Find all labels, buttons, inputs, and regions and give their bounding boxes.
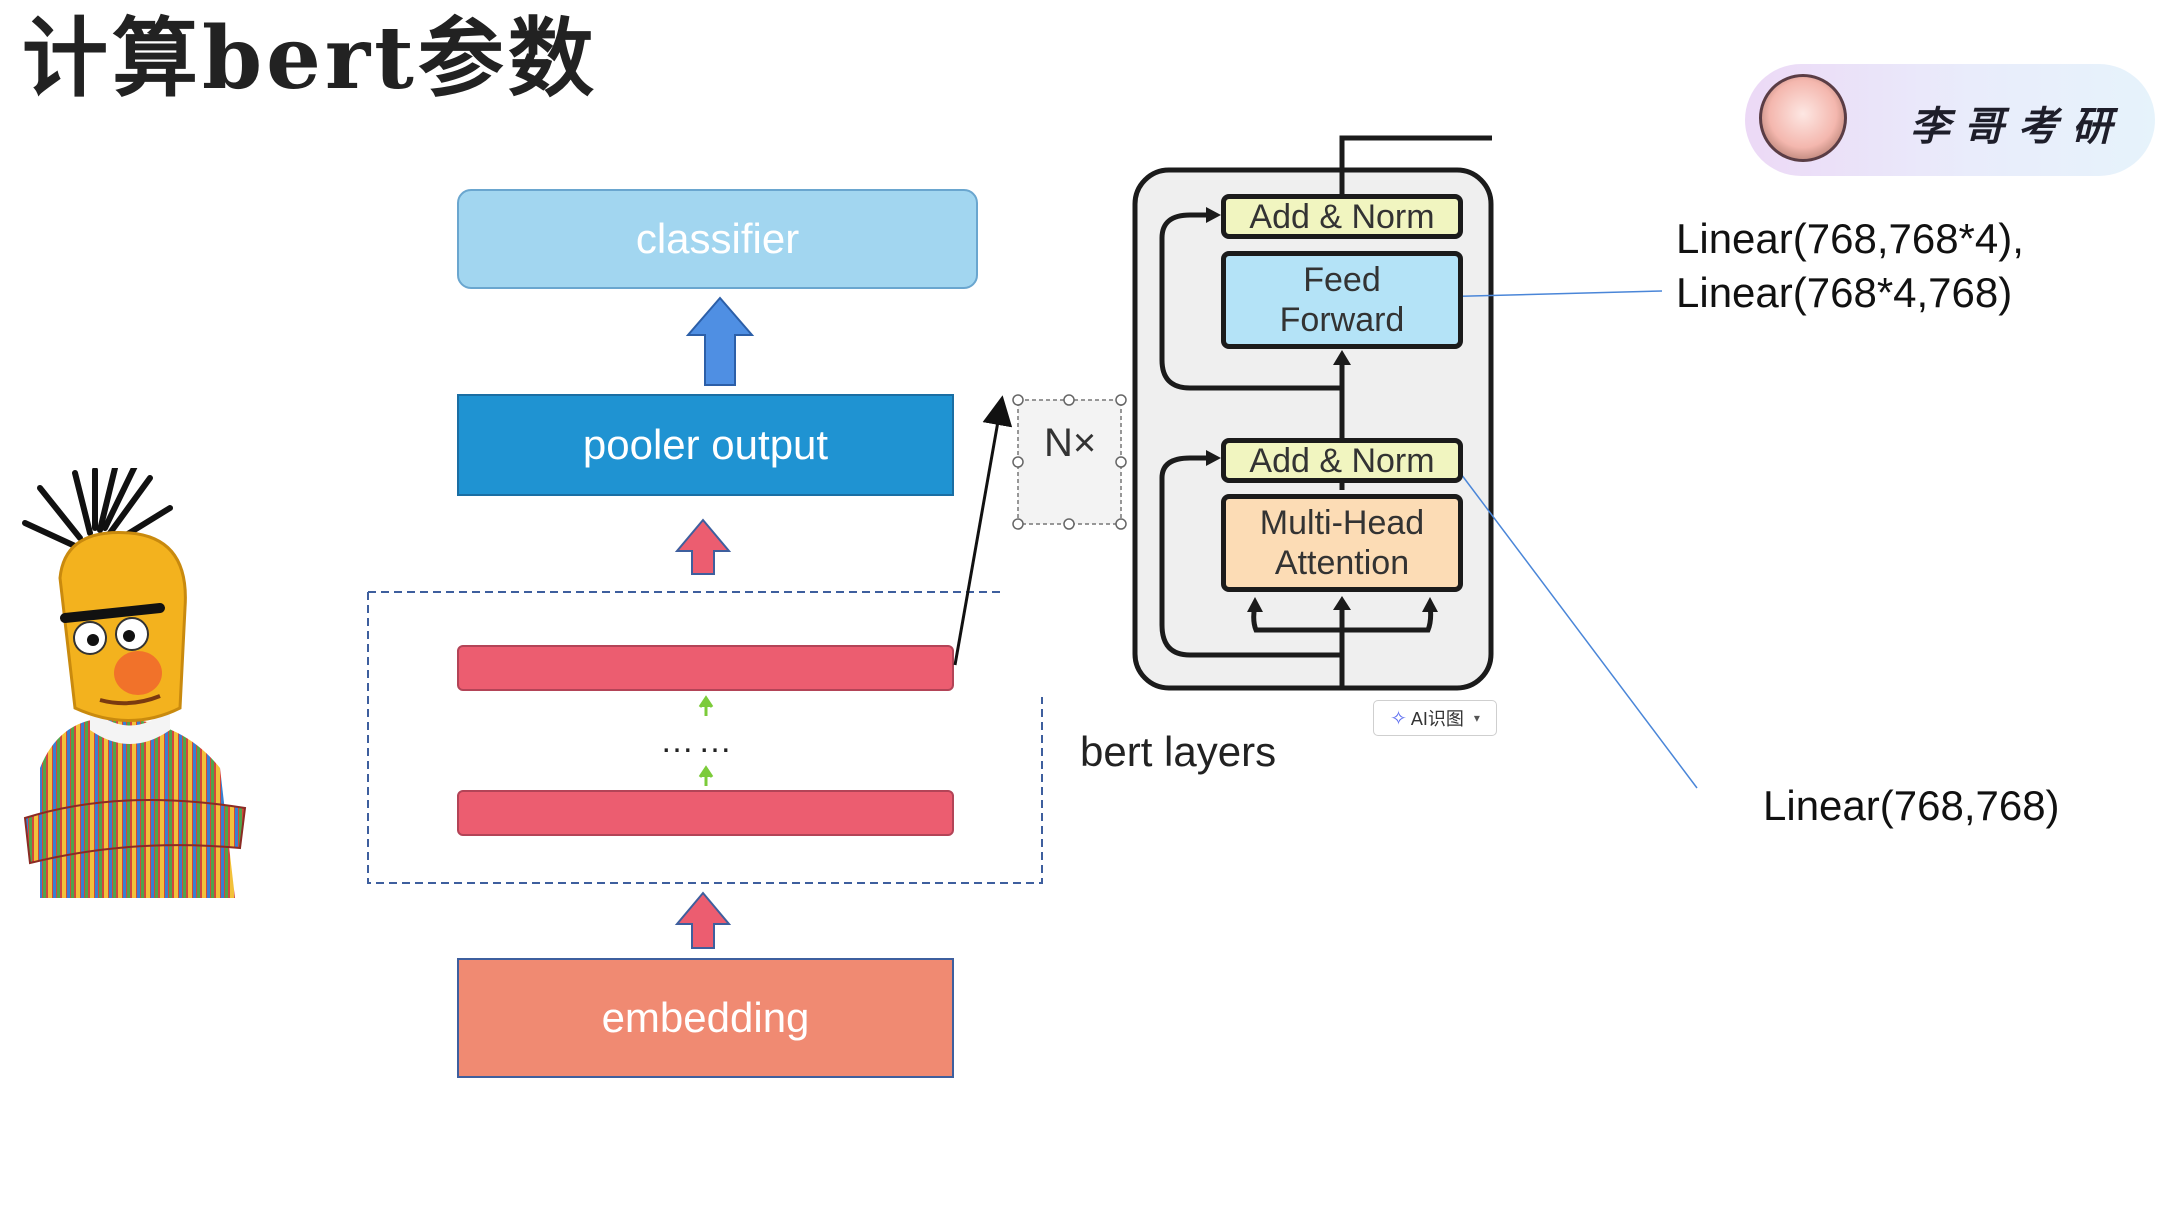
small-arrow-green-bottom: [698, 765, 714, 786]
multi-head-attention-block: Multi-Head Attention: [1221, 494, 1463, 592]
add-norm-top-block: Add & Norm: [1221, 194, 1463, 239]
bert-layer-bar-top: [457, 645, 954, 691]
ellipsis-text: ……: [660, 722, 736, 760]
multi-head-attention-label: Multi-Head Attention: [1259, 504, 1425, 582]
classifier-label: classifier: [635, 215, 800, 262]
nx-selection-box: [1012, 394, 1127, 530]
transformer-frame: [1132, 167, 1494, 691]
add-norm-top-label: Add & Norm: [1249, 197, 1435, 236]
small-arrow-green-top: [698, 695, 714, 716]
brand-badge: 李哥考研: [1745, 64, 2155, 176]
attn-linear-note: Linear(768,768): [1763, 782, 2060, 829]
ffn-linear-line2: Linear(768*4,768): [1676, 269, 2013, 316]
embedding-box: embedding: [457, 958, 954, 1078]
attn-annotation-arrow: [1447, 456, 1698, 789]
ffn-annotation-arrow: [1424, 289, 1663, 305]
ffn-linear-line1: Linear(768,768*4),: [1676, 215, 2024, 262]
brand-name: 李哥考研: [1910, 104, 2126, 150]
page-title: 计算bert参数: [22, 8, 598, 109]
pointer-arrow: [953, 395, 1013, 666]
sparkle-icon: ✧: [1390, 707, 1407, 730]
classifier-box: classifier: [457, 189, 978, 289]
bert-layers-dashed-region: [367, 591, 1043, 884]
feed-forward-label: Feed Forward: [1279, 261, 1405, 339]
up-arrow-blue: [685, 296, 755, 386]
add-norm-bottom-label: Add & Norm: [1249, 441, 1435, 480]
nx-repeat-label: N×: [1044, 421, 1097, 465]
anime-avatar-icon: [1759, 74, 1847, 162]
up-arrow-red-bottom: [674, 891, 732, 949]
pooler-output-label: pooler output: [582, 421, 829, 468]
ai-recognize-chip[interactable]: ✧ AI识图 ▾: [1373, 700, 1497, 736]
up-arrow-red-top: [674, 518, 732, 575]
bert-layer-bar-bottom: [457, 790, 954, 836]
bert-layers-label: bert layers: [1080, 728, 1277, 775]
chevron-down-icon: ▾: [1473, 711, 1480, 725]
feed-forward-block: Feed Forward: [1221, 251, 1463, 349]
add-norm-bottom-block: Add & Norm: [1221, 438, 1463, 483]
bert-character-image: [22, 468, 247, 898]
pooler-output-box: pooler output: [457, 394, 954, 496]
embedding-label: embedding: [601, 994, 810, 1041]
ai-chip-label: AI识图: [1410, 709, 1464, 729]
ffn-linear-note: Linear(768,768*4), Linear(768*4,768): [1676, 212, 2024, 320]
